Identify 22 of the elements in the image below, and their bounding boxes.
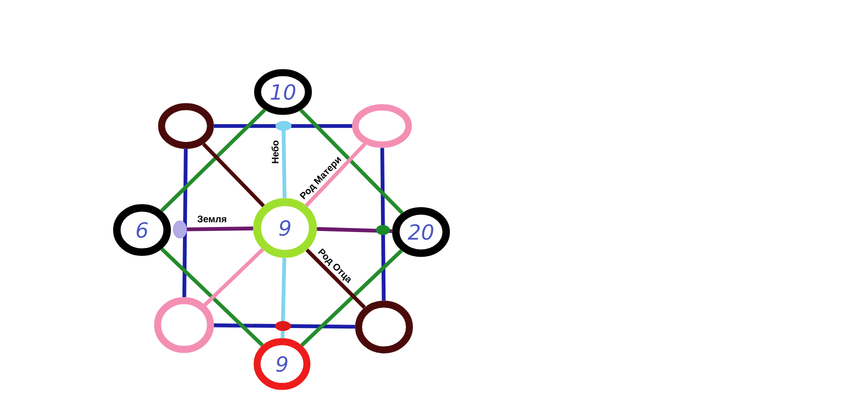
connector-line bbox=[172, 220, 254, 238]
connector-line bbox=[276, 120, 292, 198]
connector-line bbox=[299, 108, 404, 214]
connector-line bbox=[300, 249, 403, 347]
edge-label: Земля bbox=[196, 214, 228, 224]
connector-line bbox=[160, 108, 266, 212]
empty-circle bbox=[355, 300, 413, 354]
empty-circle bbox=[352, 104, 412, 148]
connector-line bbox=[214, 323, 356, 329]
connector-line bbox=[214, 124, 352, 128]
connector-line bbox=[160, 248, 264, 347]
connector-line bbox=[316, 227, 392, 234]
connector-line bbox=[380, 148, 386, 301]
empty-circle bbox=[154, 297, 214, 353]
connector-line bbox=[280, 258, 286, 338]
empty-circle bbox=[158, 103, 214, 149]
connector-line bbox=[305, 248, 366, 309]
connector-line bbox=[204, 248, 264, 306]
connector-line bbox=[182, 148, 188, 298]
connector-line bbox=[202, 142, 265, 208]
edge-label: Небо bbox=[270, 139, 280, 165]
connector-line bbox=[304, 142, 366, 207]
